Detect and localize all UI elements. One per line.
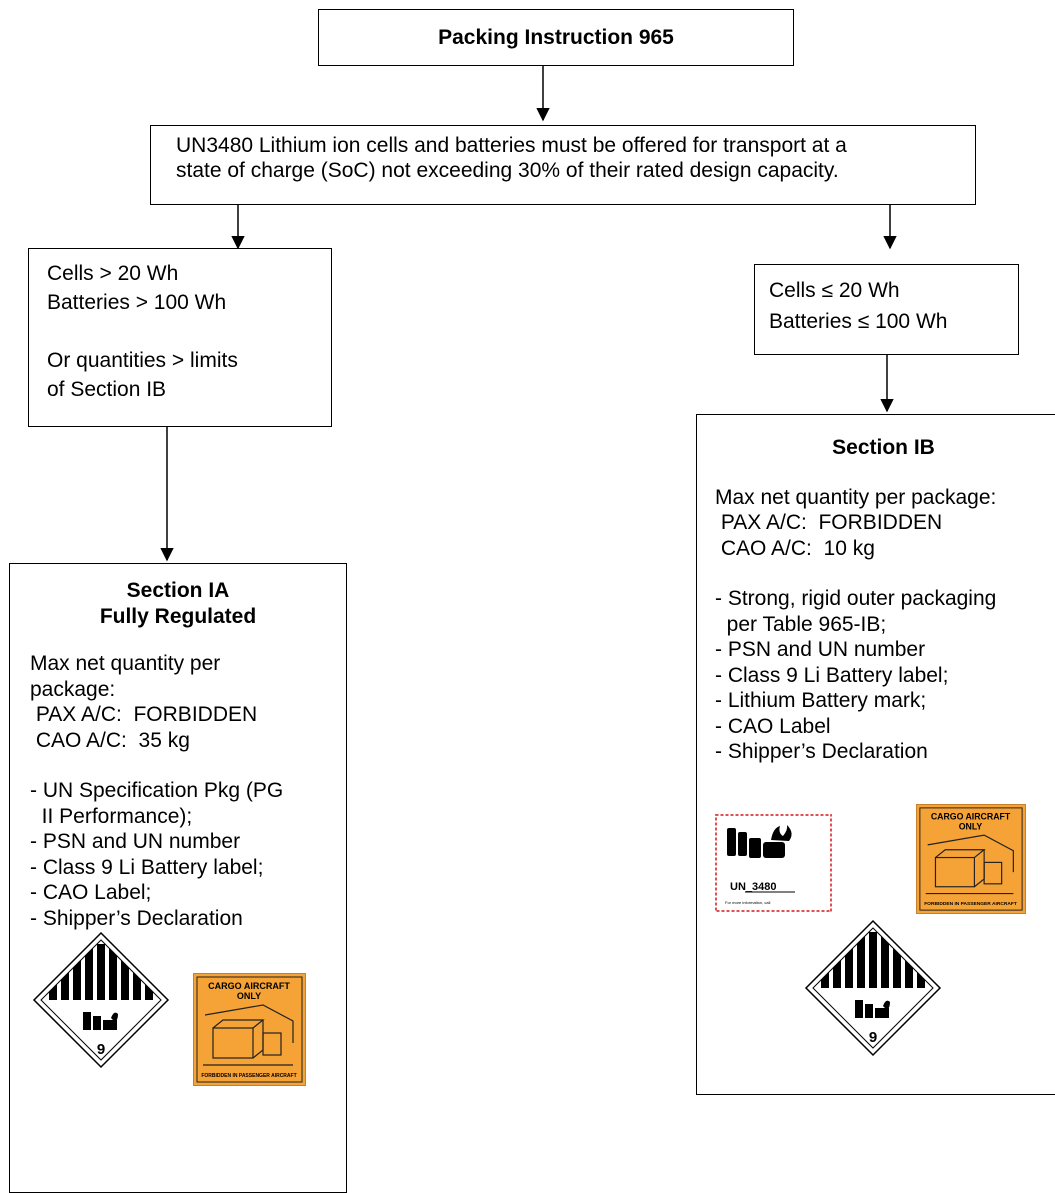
section-ib-box: Section IB Max net quantity per package:… xyxy=(696,414,1055,1095)
cao-right-top1: CARGO AIRCRAFT xyxy=(931,812,1011,822)
section-ia-heading: Section IA xyxy=(126,579,230,602)
li-mark-info: For more information, call xyxy=(725,900,770,905)
section-ia-line-4: CAO A/C: 35 kg xyxy=(30,728,190,752)
lithium-battery-mark-icon: UN_3480 For more information, call xyxy=(715,814,832,912)
section-ib-line-4 xyxy=(715,561,1055,586)
left-criteria-line-5: of Section IB xyxy=(47,378,167,401)
cao-left-bottom: FORBIDDEN IN PASSENGER AIRCRAFT xyxy=(201,1073,296,1079)
section-ib-line-3: CAO A/C: 10 kg xyxy=(715,536,875,560)
section-ib-line-7: - PSN and UN number xyxy=(715,638,926,661)
section-ia-line-11: - Shipper’s Declaration xyxy=(30,906,243,930)
cao-label-right-icon: CARGO AIRCRAFT ONLY FORBIDDEN IN PASSENG… xyxy=(916,804,1026,914)
class9-number-right: 9 xyxy=(869,1029,877,1046)
cao-left-top1: CARGO AIRCRAFT xyxy=(208,981,290,991)
left-criteria-line-3 xyxy=(47,317,331,346)
section-ib-line-5: - Strong, rigid outer packaging xyxy=(715,587,997,610)
section-ib-line-6: per Table 965-IB; xyxy=(715,612,887,636)
section-ia-line-1: Max net quantity per xyxy=(30,652,221,675)
section-ia-box: Section IA Fully Regulated Max net quant… xyxy=(9,563,347,1193)
title-text: Packing Instruction 965 xyxy=(438,26,674,49)
left-criteria-line-2: Batteries > 100 Wh xyxy=(47,291,227,314)
section-ia-subheading: Fully Regulated xyxy=(99,604,257,628)
intro-line-2: state of charge (SoC) not exceeding 30% … xyxy=(176,159,839,182)
battery-pictogram-right xyxy=(855,1000,890,1018)
class9-hazard-label-icon: 9 xyxy=(32,931,170,1069)
intro-line-1: UN3480 Lithium ion cells and batteries m… xyxy=(176,134,847,157)
cao-left-top2: ONLY xyxy=(237,991,261,1001)
intro-box: UN3480 Lithium ion cells and batteries m… xyxy=(150,125,976,205)
section-ia-line-5 xyxy=(30,753,346,778)
section-ib-line-1: Max net quantity per package: xyxy=(715,485,997,509)
section-ib-line-9: - Lithium Battery mark; xyxy=(715,689,927,712)
class9-number: 9 xyxy=(97,1041,105,1058)
right-criteria-box: Cells ≤ 20 Wh Batteries ≤ 100 Wh xyxy=(754,264,1019,355)
section-ia-line-3: PAX A/C: FORBIDDEN xyxy=(30,703,258,726)
right-criteria-line-1: Cells ≤ 20 Wh xyxy=(769,279,900,302)
section-ib-line-10: - CAO Label xyxy=(715,714,831,738)
section-ia-line-10: - CAO Label; xyxy=(30,881,152,904)
left-criteria-box: Cells > 20 Wh Batteries > 100 Wh Or quan… xyxy=(28,248,332,427)
cao-right-bottom: FORBIDDEN IN PASSENGER AIRCRAFT xyxy=(924,901,1017,907)
section-ib-line-2: PAX A/C: FORBIDDEN xyxy=(715,511,943,534)
left-criteria-line-1: Cells > 20 Wh xyxy=(47,262,179,285)
section-ib-heading: Section IB xyxy=(832,436,935,459)
li-mark-un: UN_3480 xyxy=(730,881,776,893)
section-ia-line-8: - PSN and UN number xyxy=(30,830,241,853)
battery-pictogram xyxy=(83,1012,118,1030)
section-ib-line-8: - Class 9 Li Battery label; xyxy=(715,663,949,687)
right-criteria-line-2: Batteries ≤ 100 Wh xyxy=(769,310,948,333)
title-box: Packing Instruction 965 xyxy=(318,9,794,66)
section-ia-line-7: II Performance); xyxy=(30,804,193,828)
left-criteria-line-4: Or quantities > limits xyxy=(47,349,238,372)
class9-hazard-label-right-icon: 9 xyxy=(804,919,942,1057)
cao-right-top2: ONLY xyxy=(959,821,983,831)
section-ia-line-2: package: xyxy=(30,677,116,701)
cao-label-left-icon: CARGO AIRCRAFT ONLY FORBIDDEN IN PASSENG… xyxy=(193,973,306,1086)
section-ia-line-9: - Class 9 Li Battery label; xyxy=(30,855,264,879)
section-ia-line-6: - UN Specification Pkg (PG xyxy=(30,779,284,802)
section-ib-line-11: - Shipper’s Declaration xyxy=(715,740,928,763)
